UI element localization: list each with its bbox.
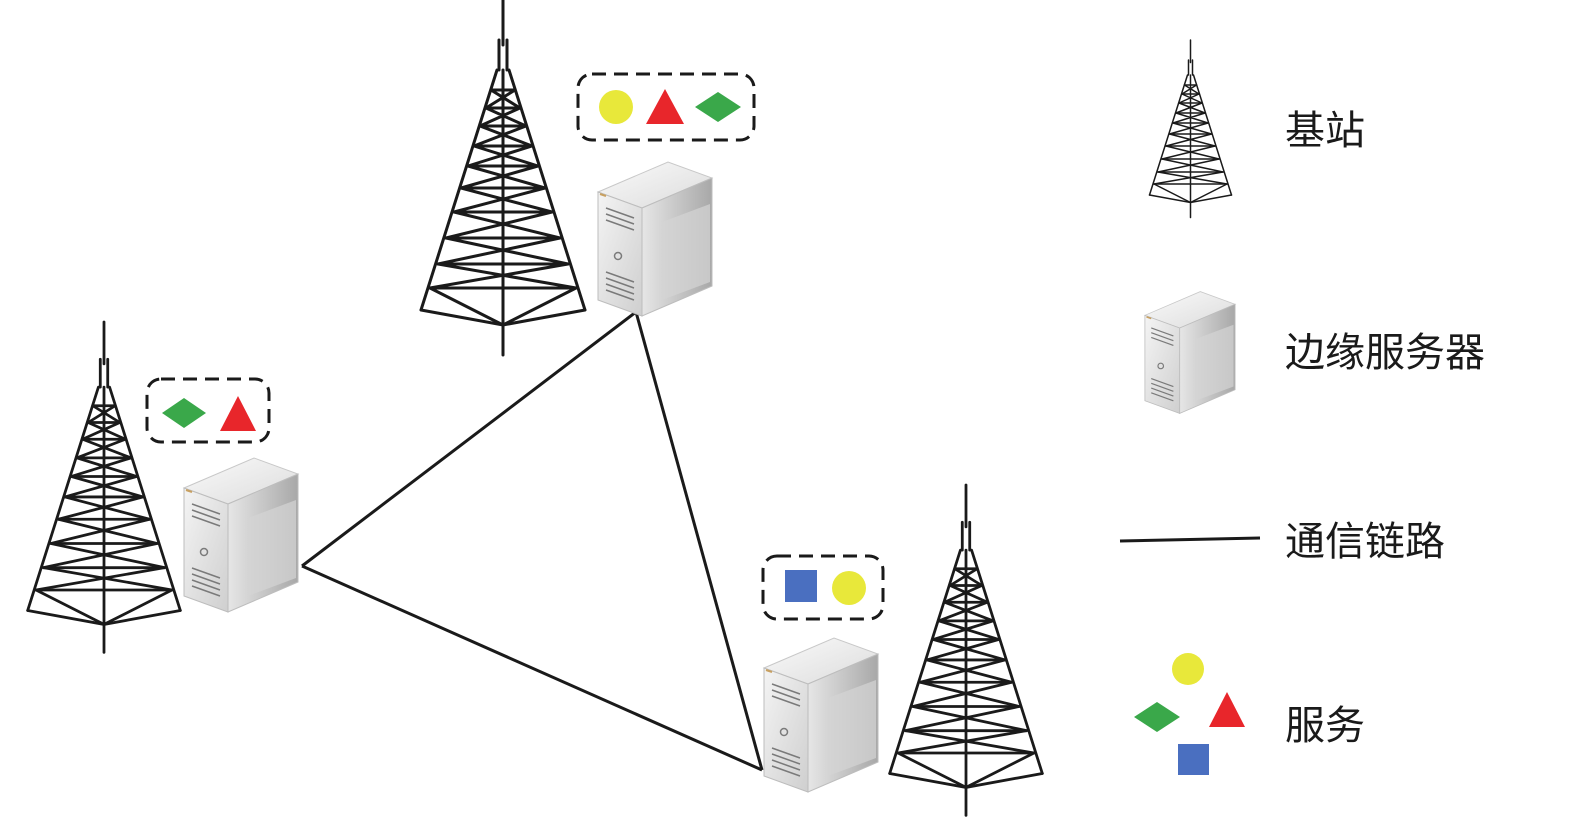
red-triangle-service-icon: [220, 396, 256, 431]
yellow-circle-service-icon: [599, 90, 633, 124]
legend-link-label: 通信链路: [1285, 519, 1445, 565]
cell-tower-icon: [26, 320, 182, 654]
communication-links: [301, 310, 764, 772]
link-top-left: [301, 310, 637, 568]
green-diamond-service-icon: [162, 398, 206, 428]
link-top-bottom: [634, 311, 764, 771]
legend-service-label: 服务: [1285, 703, 1365, 749]
legend-tower-label: 基站: [1285, 108, 1365, 154]
legend-link-line: [1119, 536, 1261, 543]
service-box-left: [145, 377, 271, 444]
cell-tower-icon: [1148, 39, 1233, 219]
cell-tower-icon: [419, 0, 587, 357]
service-box-bottom: [761, 554, 885, 621]
legend-server-label: 边缘服务器: [1285, 330, 1485, 376]
server-icon: [1144, 290, 1236, 415]
link-left-bottom: [301, 564, 763, 772]
server-icon: [597, 161, 713, 317]
service-box-top: [576, 72, 756, 142]
server-icon: [183, 457, 299, 613]
yellow-circle-service-icon: [832, 571, 866, 605]
blue-square-service-icon: [1178, 744, 1209, 775]
green-diamond-service-icon: [1134, 702, 1180, 732]
legend: 基站 边缘服务器 通信链路 服务: [1119, 39, 1485, 775]
blue-square-service-icon: [785, 570, 817, 602]
red-triangle-service-icon: [1209, 692, 1245, 727]
server-icon: [763, 637, 879, 793]
green-diamond-service-icon: [695, 92, 741, 122]
red-triangle-service-icon: [646, 89, 684, 124]
yellow-circle-service-icon: [1172, 653, 1204, 685]
cell-tower-icon: [888, 483, 1044, 817]
